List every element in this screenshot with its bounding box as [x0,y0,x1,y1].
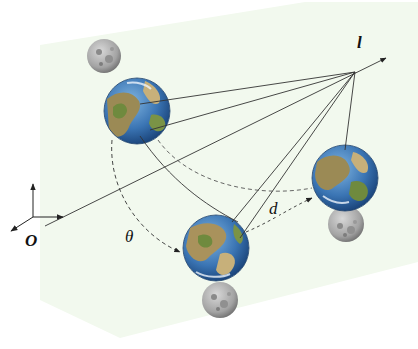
earth [104,78,170,144]
direction-axis [45,58,386,226]
math-label: d [268,200,279,217]
coordinate-axes [11,184,63,231]
moon [87,39,121,73]
orbit-arc [140,136,238,222]
math-label: θ [124,228,134,245]
earth [312,145,378,211]
sight-line [345,72,355,150]
sight-line [150,72,355,130]
earth [183,215,249,281]
displacement-arrow [246,198,312,232]
moon [328,206,364,242]
sight-line [140,72,355,104]
axis [11,217,33,231]
sight-lines [140,72,355,238]
math-label: O [24,232,38,249]
translation-arc [158,140,312,191]
axis [33,184,34,217]
math-label: l [356,34,363,51]
rotation-arc [112,140,180,252]
moon [202,282,238,318]
axis [33,217,63,218]
sight-line [240,72,355,238]
sight-line [232,72,355,222]
background-panel [40,2,418,338]
